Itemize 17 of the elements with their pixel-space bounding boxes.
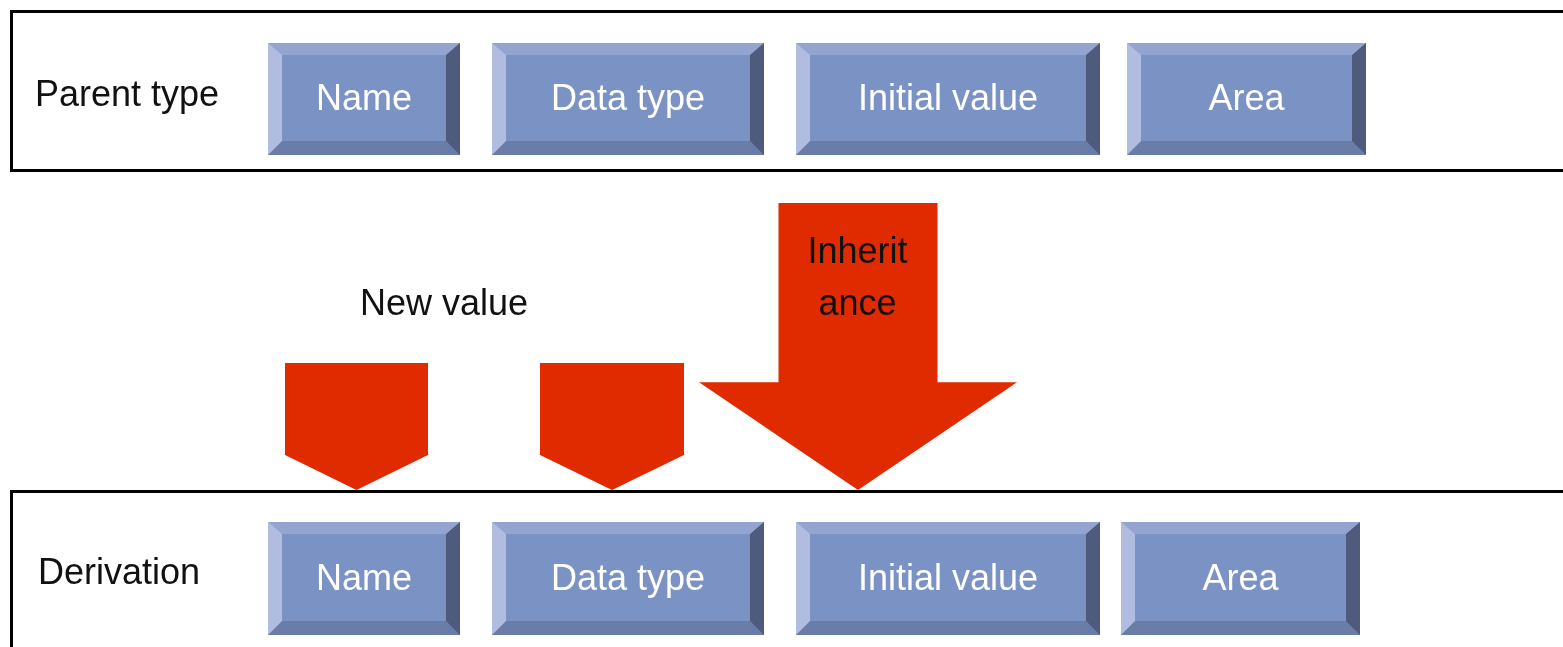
field-box: Initial value [796, 522, 1100, 635]
group-heading: Derivation [38, 551, 201, 593]
field-box: Area [1121, 522, 1360, 635]
edge-label: Inherit ance [806, 229, 909, 325]
group-panel [10, 10, 1563, 172]
note-text: New value [360, 282, 529, 324]
field-box: Name [268, 522, 460, 635]
group-panel [10, 490, 1563, 647]
block-arrow [699, 203, 1017, 490]
group-heading: Parent type [35, 73, 220, 115]
field-box: Data type [492, 522, 764, 635]
block-arrow [539, 363, 685, 490]
field-box: Area [1127, 43, 1366, 155]
field-box: Name [268, 43, 460, 155]
field-box: Initial value [796, 43, 1100, 155]
block-arrow [284, 363, 429, 490]
field-box: Data type [492, 43, 764, 155]
